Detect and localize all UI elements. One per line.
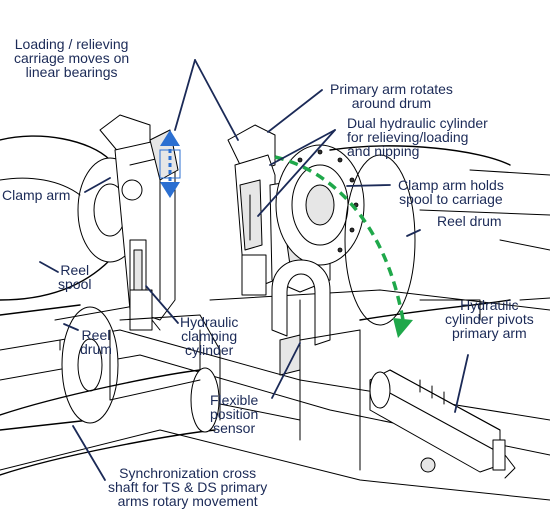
drum-flange xyxy=(275,144,365,266)
label-primary-arm: Primary arm rotates around drum xyxy=(330,81,453,111)
label-position-sensor: Flexible position sensor xyxy=(210,392,259,436)
label-clamping-cylinder: Hydraulic clamping cylinder xyxy=(180,314,239,358)
label-reel-spool: Reel spool xyxy=(58,262,92,292)
left-carriage xyxy=(99,114,221,421)
dashed-curved-arrow-icon xyxy=(274,155,413,338)
label-dual-cylinder: Dual hydraulic cylinder for relieving/lo… xyxy=(347,115,488,159)
flexible-position-sensor xyxy=(271,259,361,376)
pivot-cylinder xyxy=(369,369,516,479)
leader-lines xyxy=(39,59,469,481)
cross-shaft xyxy=(0,367,220,476)
label-clamp-arm-holds: Clamp arm holds spool to carriage xyxy=(398,177,504,207)
right-reel-drum xyxy=(329,145,511,326)
label-clamp-arm: Clamp arm xyxy=(2,187,71,203)
label-reel-drum-right: Reel drum xyxy=(437,213,502,229)
label-carriage: Loading / relieving carriage moves on li… xyxy=(14,36,130,80)
double-headed-vertical-arrow-icon xyxy=(159,130,181,198)
label-reel-drum-left: Reel drum xyxy=(80,327,112,357)
label-cross-shaft: Synchronization cross shaft for TS & DS … xyxy=(108,465,268,509)
label-cylinder-pivots: Hydraulic cylinder pivots primary arm xyxy=(445,297,534,341)
